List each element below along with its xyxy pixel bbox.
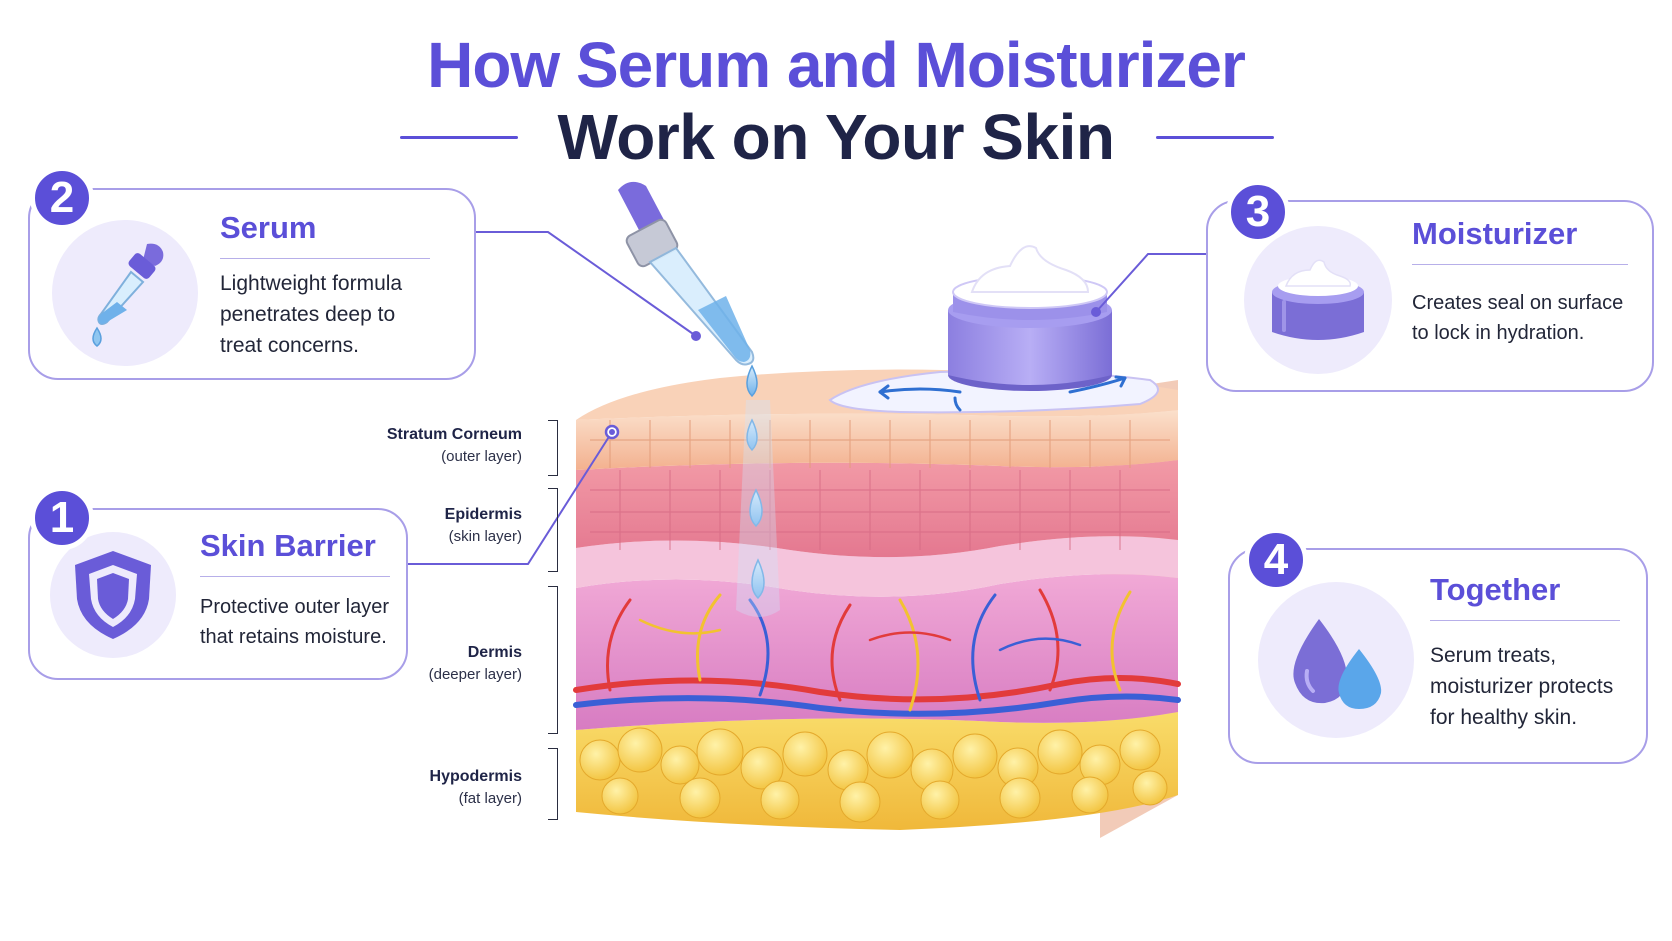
serum-dropper-illustration [618,181,755,366]
moisturizer-body-line: Creates seal on surface [1412,292,1624,314]
layer-name: Epidermis [444,506,522,523]
serum-drops [746,364,765,600]
skin-barrier-card: Skin Barrier Protective outer layer that… [28,508,408,680]
barrier-title: Skin Barrier [200,528,390,577]
title-line-1: How Serum and Moisturizer [427,29,1246,101]
epidermis-cells [590,470,1170,550]
moisturizer-card: Moisturizer Creates seal on surface to l… [1206,200,1654,392]
serum-body-line: treat concerns. [220,334,359,357]
together-card: Together Serum treats, moisturizer prote… [1228,548,1648,764]
moisturizer-title: Moisturizer [1412,216,1628,265]
water-drops-icon [1293,619,1382,709]
stratum-cells [590,420,1170,468]
title-line-2: Work on Your Skin [557,101,1115,173]
together-body: Serum treats, moisturizer protects for h… [1430,640,1640,733]
layer-sub: (fat layer) [458,790,522,807]
layer-sub: (deeper layer) [428,666,522,683]
layer-label-stratum: Stratum Corneum (outer layer) [322,424,522,468]
shield-icon [75,551,151,639]
bracket-epidermis [548,488,558,572]
layer-sub: (outer layer) [441,448,522,465]
layer-label-epidermis: Epidermis (skin layer) [322,504,522,548]
moisturizer-body: Creates seal on surface to lock in hydra… [1412,288,1648,348]
barrier-body-line: that retains moisture. [200,626,387,648]
barrier-icon-disc [50,532,176,658]
badge-1: 1 [30,486,94,550]
bracket-dermis [548,586,558,734]
dropper-icon [92,243,164,347]
title-rule-left [400,136,518,139]
layer-name: Stratum Corneum [386,426,522,443]
cream-jar-icon [1272,259,1364,340]
serum-card: Serum Lightweight formula penetrates dee… [28,188,476,380]
together-body-line: moisturizer protects [1430,675,1614,698]
layer-label-dermis: Dermis (deeper layer) [322,642,522,686]
bracket-stratum [548,420,558,476]
layer-name: Dermis [467,644,522,661]
serum-body: Lightweight formula penetrates deep to t… [220,268,460,361]
barrier-body: Protective outer layer that retains mois… [200,592,400,652]
together-body-line: for healthy skin. [1430,706,1578,729]
moisturizer-icon-disc [1244,226,1392,374]
moisturizer-body-line: to lock in hydration. [1412,322,1585,344]
together-title: Together [1430,572,1620,621]
spread-arrows-icon [878,375,1127,412]
barrier-body-line: Protective outer layer [200,596,389,618]
serum-icon-disc [52,220,198,366]
badge-3: 3 [1226,180,1290,244]
cream-jar-illustration [948,245,1112,391]
together-body-line: Serum treats, [1430,644,1557,667]
blood-vessels [573,588,1181,717]
serum-title: Serum [220,210,430,259]
badge-2: 2 [30,166,94,230]
title-rule-right [1156,136,1274,139]
serum-body-line: penetrates deep to [220,303,396,326]
bracket-hypodermis [548,748,558,820]
layer-name: Hypodermis [429,768,522,785]
fat-cells [579,727,1168,823]
together-icon-disc [1258,582,1414,738]
layer-label-hypodermis: Hypodermis (fat layer) [322,766,522,810]
serum-body-line: Lightweight formula [220,272,403,295]
layer-sub: (skin layer) [448,528,522,545]
badge-4: 4 [1244,528,1308,592]
